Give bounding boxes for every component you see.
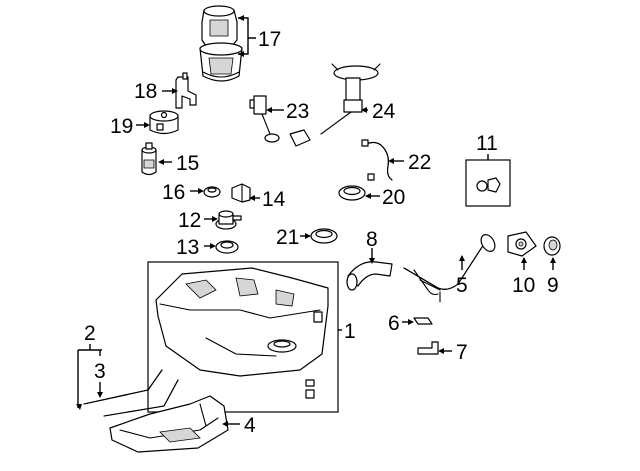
- callout-17: 17: [258, 28, 281, 51]
- callout-10: 10: [512, 274, 535, 297]
- part-20-seal-ring: [338, 185, 366, 201]
- callout-16: 16: [162, 181, 185, 204]
- callout-8: 8: [366, 228, 378, 251]
- part-7-bracket: [417, 341, 439, 355]
- part-6-clip: [413, 317, 433, 325]
- callout-labels: 17 18 19 15 16 14 12 13 23 24 11 22 20 2…: [84, 28, 559, 437]
- callout-21: 21: [276, 226, 299, 249]
- part-16-grommet: [203, 186, 221, 198]
- callout-5: 5: [456, 274, 468, 297]
- part-13-gasket: [215, 240, 239, 254]
- callout-18: 18: [134, 80, 157, 103]
- callout-22: 22: [408, 151, 431, 174]
- callout-7: 7: [456, 341, 468, 364]
- callout-6: 6: [388, 312, 400, 335]
- callout-11: 11: [476, 132, 498, 155]
- part-15-fuel-pump: [141, 142, 157, 176]
- part-11-clamp-kit: [465, 159, 511, 207]
- callout-12: 12: [178, 209, 201, 232]
- part-14-clip: [231, 183, 251, 203]
- callout-13: 13: [176, 236, 199, 259]
- callout-23: 23: [286, 100, 309, 123]
- part-19-fuel-filter: [149, 110, 179, 135]
- part-10-filler-housing: [507, 231, 537, 257]
- callout-4: 4: [244, 414, 256, 437]
- part-4-heat-shield: [109, 395, 229, 453]
- part-24-sender-assembly: [289, 63, 381, 147]
- callout-14: 14: [262, 188, 286, 211]
- callout-1: 1: [344, 320, 356, 343]
- callout-3: 3: [94, 360, 106, 383]
- part-23-fuel-sender: [249, 95, 280, 143]
- callout-19: 19: [110, 115, 133, 138]
- callout-24: 24: [372, 100, 396, 123]
- callout-2: 2: [84, 322, 96, 345]
- part-3-tank-strap: [83, 369, 179, 417]
- part-22-vent-hose: [361, 139, 393, 181]
- callout-15: 15: [176, 152, 199, 175]
- part-17-bracket-assembly: [199, 5, 243, 82]
- leader-lines: [76, 15, 556, 427]
- part-18-pump-holder: [175, 72, 197, 109]
- part-8-filler-hose: [346, 261, 393, 291]
- part-12-valve: [215, 210, 242, 230]
- part-5-filler-pipe: [403, 234, 496, 303]
- part-1-fuel-tank: [147, 261, 339, 413]
- callout-20: 20: [382, 186, 405, 209]
- part-9-fuel-cap: [543, 236, 561, 256]
- part-21-seal-ring: [310, 228, 338, 244]
- callout-9: 9: [547, 274, 559, 297]
